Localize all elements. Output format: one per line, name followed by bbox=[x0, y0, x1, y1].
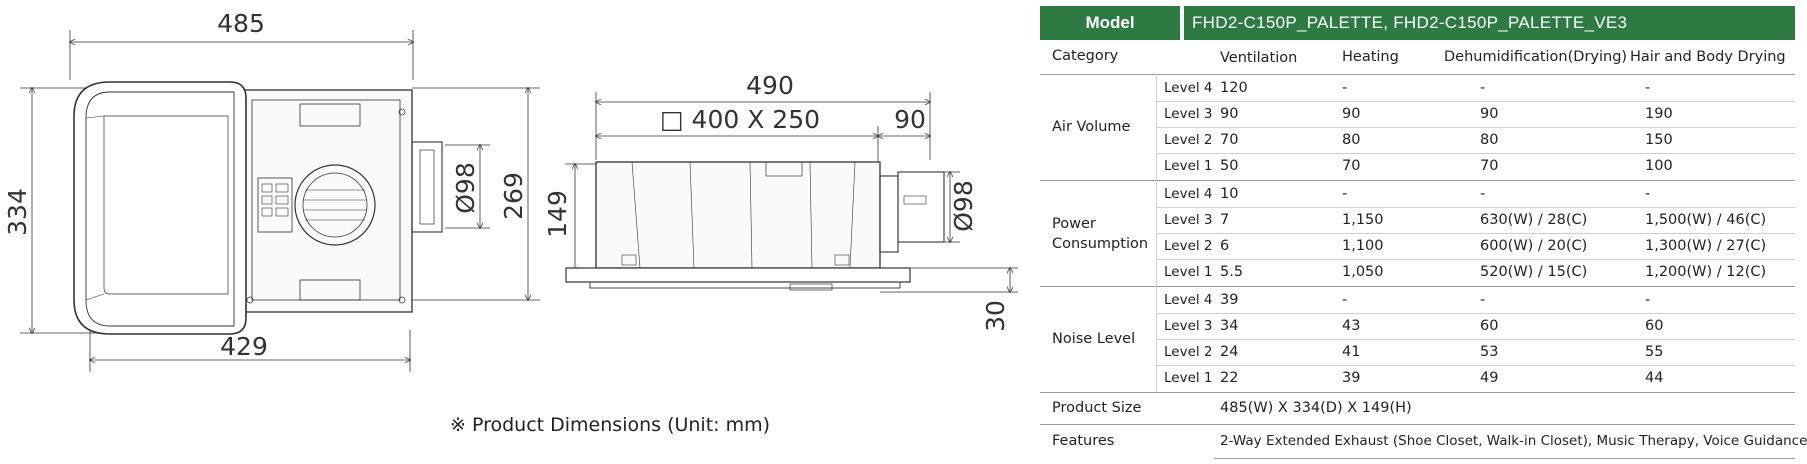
cell: - bbox=[1480, 186, 1486, 202]
cell: 600(W) / 20(C) bbox=[1480, 238, 1588, 254]
cell: 5.5 bbox=[1220, 264, 1244, 280]
cell: 43 bbox=[1342, 318, 1361, 334]
dim-front-width-top: 485 bbox=[217, 9, 265, 38]
cell: 90 bbox=[1220, 106, 1239, 122]
cell: 10 bbox=[1220, 186, 1239, 202]
cell: 150 bbox=[1645, 132, 1673, 148]
features-label: Features bbox=[1052, 433, 1115, 449]
cell: 41 bbox=[1342, 344, 1361, 360]
dimension-drawings: 485 429 334 269 Ø98 490 □ 400 X 250 90 1… bbox=[3, 9, 1018, 372]
cell: - bbox=[1342, 292, 1348, 308]
model-header-value: FHD2-C150P_PALETTE, FHD2-C150P_PALETTE_V… bbox=[1184, 6, 1795, 40]
category-label: Category bbox=[1052, 48, 1119, 64]
group-power-line2: Consumption bbox=[1052, 236, 1149, 252]
cell: 80 bbox=[1342, 132, 1361, 148]
cell: 22 bbox=[1220, 370, 1239, 386]
group-noise-level: Noise Level bbox=[1052, 331, 1136, 347]
cell: 44 bbox=[1645, 370, 1664, 386]
dim-front-width-bottom: 429 bbox=[220, 332, 268, 361]
cell: - bbox=[1645, 186, 1651, 202]
cell: - bbox=[1645, 292, 1651, 308]
cell: 60 bbox=[1480, 318, 1499, 334]
dim-duct-side: Ø98 bbox=[949, 180, 978, 232]
cell: 90 bbox=[1342, 106, 1361, 122]
level-label: Level 2 bbox=[1164, 344, 1213, 360]
cell: - bbox=[1645, 80, 1651, 96]
product-size-value: 485(W) X 334(D) X 149(H) bbox=[1220, 400, 1412, 416]
cell: 24 bbox=[1220, 344, 1239, 360]
product-size-label: Product Size bbox=[1052, 400, 1142, 416]
dim-side-total: 490 bbox=[746, 71, 794, 100]
cell: 1,050 bbox=[1342, 264, 1384, 280]
level-label: Level 3 bbox=[1164, 212, 1213, 228]
cell: 60 bbox=[1645, 318, 1664, 334]
dim-front-height: 334 bbox=[3, 188, 32, 236]
model-header-label: Model bbox=[1040, 6, 1180, 40]
features-value: 2-Way Extended Exhaust (Shoe Closet, Wal… bbox=[1220, 433, 1807, 449]
cell: 53 bbox=[1480, 344, 1499, 360]
cell: 90 bbox=[1480, 106, 1499, 122]
dimensions-caption: ※ Product Dimensions (Unit: mm) bbox=[450, 414, 771, 436]
side-view bbox=[565, 92, 1018, 292]
cell: 7 bbox=[1220, 212, 1230, 228]
level-label: Level 4 bbox=[1164, 186, 1213, 202]
cell: 70 bbox=[1220, 132, 1239, 148]
level-label: Level 2 bbox=[1164, 132, 1213, 148]
cell: 520(W) / 15(C) bbox=[1480, 264, 1588, 280]
cell: 630(W) / 28(C) bbox=[1480, 212, 1588, 228]
cell: 6 bbox=[1220, 238, 1230, 254]
cell: 34 bbox=[1220, 318, 1239, 334]
cell: 120 bbox=[1220, 80, 1248, 96]
col-hair-body-drying: Hair and Body Drying bbox=[1630, 49, 1786, 65]
cell: 1,300(W) / 27(C) bbox=[1645, 238, 1767, 254]
group-air-volume: Air Volume bbox=[1052, 119, 1131, 135]
cell: 50 bbox=[1220, 158, 1239, 174]
cell: 49 bbox=[1480, 370, 1499, 386]
cell: 70 bbox=[1480, 158, 1499, 174]
dim-duct-front: Ø98 bbox=[451, 162, 480, 214]
level-label: Level 1 bbox=[1164, 158, 1213, 174]
cell: 1,200(W) / 12(C) bbox=[1645, 264, 1767, 280]
dim-side-opening: □ 400 X 250 bbox=[660, 105, 820, 134]
cell: 39 bbox=[1220, 292, 1239, 308]
level-label: Level 4 bbox=[1164, 292, 1213, 308]
dim-side-panel: 30 bbox=[981, 300, 1010, 332]
level-label: Level 1 bbox=[1164, 264, 1213, 280]
cell: - bbox=[1480, 292, 1486, 308]
cell: - bbox=[1480, 80, 1486, 96]
front-view bbox=[20, 30, 540, 372]
level-label: Level 3 bbox=[1164, 318, 1213, 334]
spec-table: Model FHD2-C150P_PALETTE, FHD2-C150P_PAL… bbox=[1040, 6, 1807, 462]
level-label: Level 2 bbox=[1164, 238, 1213, 254]
group-power-line1: Power bbox=[1052, 216, 1096, 232]
col-heating: Heating bbox=[1342, 49, 1399, 65]
cell: 1,500(W) / 46(C) bbox=[1645, 212, 1767, 228]
level-label: Level 4 bbox=[1164, 80, 1213, 96]
dim-front-height-right: 269 bbox=[499, 172, 528, 220]
cell: - bbox=[1342, 186, 1348, 202]
cell: 55 bbox=[1645, 344, 1664, 360]
cell: 80 bbox=[1480, 132, 1499, 148]
cell: 190 bbox=[1645, 106, 1673, 122]
col-ventilation: Ventilation bbox=[1220, 50, 1298, 66]
level-label: Level 1 bbox=[1164, 370, 1213, 386]
cell: 39 bbox=[1342, 370, 1361, 386]
cell: 100 bbox=[1645, 158, 1673, 174]
col-dehumidification: Dehumidification(Drying) bbox=[1444, 49, 1628, 65]
dim-side-ext: 90 bbox=[894, 105, 926, 134]
level-label: Level 3 bbox=[1164, 106, 1213, 122]
dim-side-height: 149 bbox=[543, 190, 572, 238]
cell: - bbox=[1342, 80, 1348, 96]
cell: 1,100 bbox=[1342, 238, 1384, 254]
cell: 70 bbox=[1342, 158, 1361, 174]
cell: 1,150 bbox=[1342, 212, 1384, 228]
